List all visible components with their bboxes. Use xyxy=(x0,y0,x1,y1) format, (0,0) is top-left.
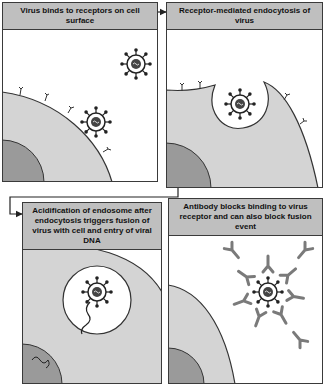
step-panel: Acidification of endosome after endocyto… xyxy=(22,202,162,384)
panel-heading: Virus binds to receptors on cell surface xyxy=(3,3,157,30)
panel-heading: Receptor-mediated endocytosis of virus xyxy=(167,3,322,30)
cell-endocytosis xyxy=(166,81,318,188)
panel-heading: Antibody blocks binding to virus recepto… xyxy=(169,199,322,236)
cell-fusion xyxy=(22,244,162,384)
step-panel: Receptor-mediated endocytosis of virus xyxy=(166,2,323,188)
step-panel: Virus binds to receptors on cell surface xyxy=(2,2,158,182)
panel-heading: Acidification of endosome after endocyto… xyxy=(23,203,161,250)
cell-antibody xyxy=(168,242,313,384)
flow-arrow xyxy=(158,11,166,12)
cell-binding xyxy=(2,48,152,182)
step-panel: Antibody blocks binding to virus recepto… xyxy=(168,198,323,384)
